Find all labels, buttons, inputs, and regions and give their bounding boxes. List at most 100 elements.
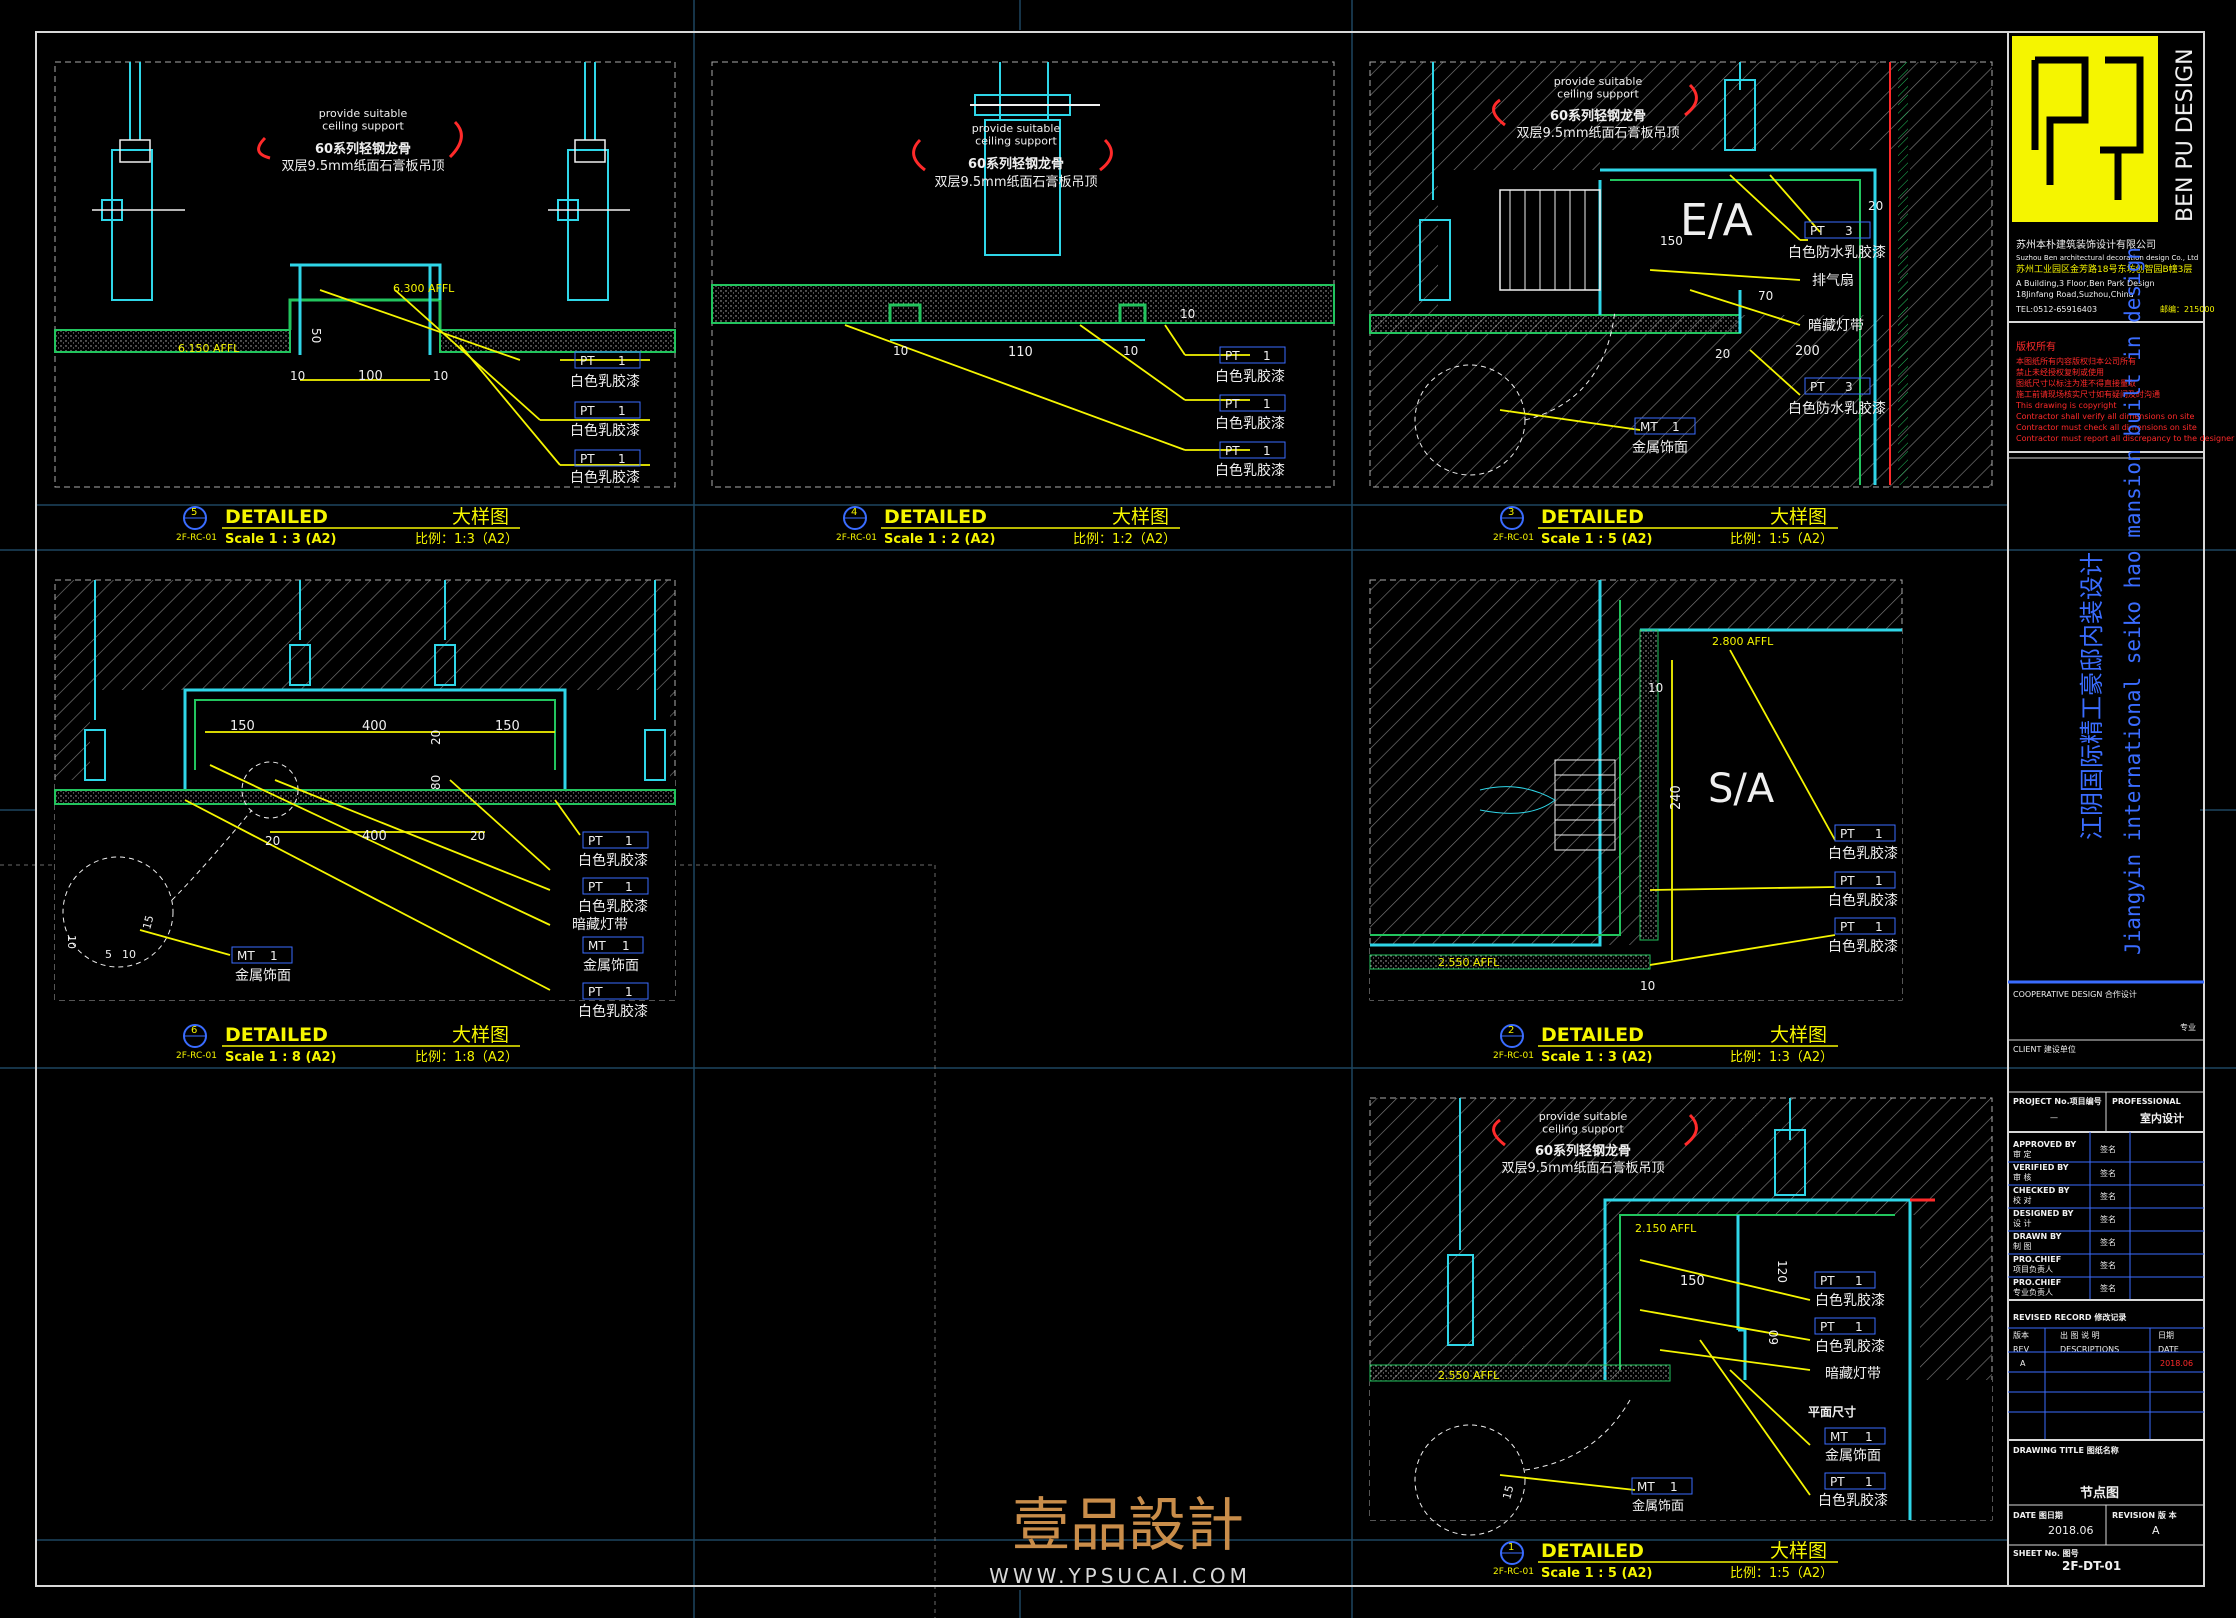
tag-mt: MT (1830, 1430, 1848, 1444)
detail-scale: Scale 1 : 5 (A2) (1541, 532, 1653, 547)
dim-text: 10 (1180, 307, 1195, 321)
label-white-waterproof: 白色防水乳胶漆 (1788, 244, 1886, 261)
dim-text: 10 (122, 948, 136, 961)
tag-num: 1 (1865, 1430, 1873, 1444)
dim-text: 80 (429, 775, 443, 790)
revision-value: A (2152, 1524, 2160, 1537)
role-label-cn: 专业负责人 (2013, 1287, 2053, 1297)
dim-text: 10 (1648, 681, 1663, 695)
dim-text: 150 (230, 719, 255, 734)
tag-num: 1 (1875, 920, 1883, 934)
tag-num: 1 (618, 452, 626, 466)
tag-pt: PT (1225, 349, 1240, 363)
note-line: Contractor shall verify all dimensions o… (2016, 412, 2194, 421)
title-bar-detail-6: 6 2F-RC-01 DETAILED 大样图 Scale 1 : 8 (A2)… (176, 1024, 520, 1065)
role-label: DESIGNED BY (2013, 1209, 2074, 1218)
dim-text: 10 (893, 344, 908, 358)
sheet-no-label: SHEET No. 图号 (2013, 1549, 2079, 1558)
tag-mt: MT (588, 939, 606, 953)
detail-ratio: 比例：1:3（A2） (1730, 1050, 1833, 1065)
project-no-value: — (2050, 1113, 2058, 1122)
label-white-latex: 白色乳胶漆 (570, 422, 640, 439)
dim-text: 10 (1123, 344, 1138, 358)
address-cn: 苏州工业园区金芳路18号东坊创智园B幢3层 (2016, 263, 2192, 275)
dim-text: 120 (1775, 1260, 1789, 1283)
role-label-cn: 项目负责人 (2013, 1264, 2053, 1274)
detail-title-cn: 大样图 (1112, 506, 1169, 528)
detail-title-cn: 大样图 (452, 1024, 509, 1046)
note-line: 施工前请现场核实尺寸如有疑问及时沟通 (2016, 389, 2160, 399)
role-label: VERIFIED BY (2013, 1163, 2069, 1172)
label-white-latex: 白色乳胶漆 (578, 898, 648, 915)
detail-title-cn: 大样图 (1770, 1024, 1827, 1046)
dim-text: 70 (1758, 289, 1773, 303)
tag-num: 1 (622, 939, 630, 953)
watermark-brand: 壹品設計 (1012, 1491, 1244, 1559)
tag-pt: PT (588, 985, 603, 999)
sheet-no: 2F-DT-01 (2062, 1559, 2121, 1573)
title-block-frame (2007, 31, 2205, 1587)
detail-number: 4 (851, 507, 857, 518)
label-white-latex: 白色乳胶漆 (570, 373, 640, 390)
detail-ratio: 比例：1:5（A2） (1730, 1566, 1833, 1581)
label-white-latex: 白色乳胶漆 (1215, 462, 1285, 479)
tag-pt: PT (1840, 874, 1855, 888)
tag-num: 1 (1672, 420, 1680, 434)
dim-text: 240 (1669, 785, 1684, 810)
note-line: 禁止未经授权复制或使用 (2016, 367, 2104, 377)
rev-cell: 2018.06 (2160, 1359, 2193, 1368)
label-white-latex: 白色乳胶漆 (1818, 1492, 1888, 1509)
tag-num: 1 (618, 354, 626, 368)
detail-number: 1 (1508, 1542, 1514, 1553)
tag-pt: PT (1830, 1475, 1845, 1489)
sign-label: 签名 (2100, 1260, 2116, 1270)
dim-text: 200 (1795, 344, 1820, 359)
role-label-cn: 设 计 (2013, 1218, 2032, 1228)
label-white-latex: 白色乳胶漆 (1815, 1338, 1885, 1355)
project-name-en: Jiangyin international seiko hao mansion… (2121, 247, 2145, 955)
role-label-cn: 审 定 (2013, 1149, 2032, 1159)
detail-title: DETAILED (884, 506, 987, 528)
tag-num: 1 (1855, 1274, 1863, 1288)
label-white-latex: 白色乳胶漆 (578, 852, 648, 869)
sign-label: 签名 (2100, 1237, 2116, 1247)
title-block: BEN PU DESIGN 苏州本朴建筑装饰设计有限公司 Suzhou Ben … (2008, 36, 2235, 1573)
sign-label: 签名 (2100, 1168, 2116, 1178)
detail-title: DETAILED (225, 1024, 328, 1046)
address-en-1: A Building,3 Floor,Ben Park Design (2016, 279, 2155, 288)
level-tag: 6.300 AFFL (393, 282, 455, 295)
role-label: DRAWN BY (2013, 1232, 2062, 1241)
label-white-latex: 白色乳胶漆 (1828, 845, 1898, 862)
cooperative-label: COOPERATIVE DESIGN 合作设计 (2013, 989, 2137, 999)
dim-text: 100 (358, 369, 383, 384)
label-plan-size: 平面尺寸 (1808, 1404, 1856, 1419)
dim-text: 10 (433, 369, 448, 383)
label-metal-finish: 金属饰面 (1632, 1498, 1684, 1514)
dim-text: 150 (1680, 1274, 1705, 1289)
tag-num: 1 (618, 404, 626, 418)
drawing-title-label: DRAWING TITLE 图纸名称 (2013, 1445, 2119, 1455)
detail-title: DETAILED (1541, 1540, 1644, 1562)
detail-number: 2 (1508, 1025, 1514, 1036)
detail-6: 150 400 150 20 80 20 400 20 10 5 10 15 M… (54, 579, 676, 1020)
tag-num: 1 (1263, 397, 1271, 411)
dim-text: 5 (105, 948, 112, 961)
section-mark: E/A (1680, 195, 1753, 246)
title-bar-detail-2: 2 2F-RC-01 DETAILED 大样图 Scale 1 : 3 (A2)… (1493, 1024, 1838, 1065)
tag-num: 1 (625, 834, 633, 848)
label-exhaust: 排气扇 (1812, 273, 1854, 289)
note-gypsum: 双层9.5mm纸面石膏板吊顶 (934, 174, 1097, 190)
tag-pt: PT (1810, 380, 1825, 394)
tag-num: 1 (1263, 444, 1271, 458)
dim-text: 150 (1660, 234, 1683, 248)
detail-title: DETAILED (1541, 1024, 1644, 1046)
section-mark: S/A (1708, 766, 1775, 812)
detail-ref: 2F-RC-01 (836, 533, 877, 543)
detail-scale: Scale 1 : 2 (A2) (884, 532, 996, 547)
detail-ref: 2F-RC-01 (176, 1051, 217, 1061)
level-tag: 2.550 AFFL (1438, 956, 1500, 969)
role-label: APPROVED BY (2013, 1140, 2076, 1149)
